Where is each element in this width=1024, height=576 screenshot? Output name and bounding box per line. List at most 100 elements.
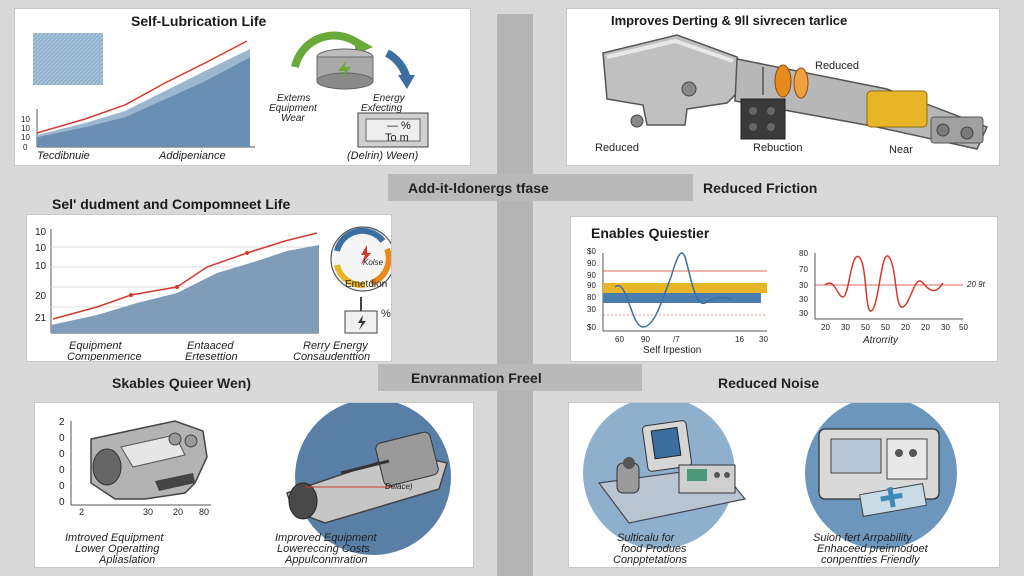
plus-icon — [880, 486, 903, 508]
percent-label: % — [381, 308, 391, 320]
yellow-band — [603, 283, 767, 293]
left-label-line1: Extems — [277, 93, 311, 104]
y-tick-right: 30 — [799, 281, 808, 290]
caption-left-3: Apliaslation — [99, 554, 156, 566]
bolt-icon — [338, 61, 351, 79]
x-tick: 2 — [79, 507, 85, 517]
y-tick: 0 — [59, 481, 65, 492]
band2-right-label: Reduced Noise — [718, 375, 820, 391]
y-tick: 0 — [59, 433, 65, 444]
y-tick-left: $0 — [587, 323, 596, 332]
caption-left-1: Sulticalu for — [617, 532, 675, 544]
y-tick: 0 — [59, 497, 65, 508]
right-label-line2: Exfecting — [361, 103, 403, 114]
equipment-illustrations — [70, 403, 451, 555]
caption-right-3: conpentties Friendly — [821, 554, 920, 566]
y-tick: 20 — [35, 291, 47, 302]
bottom-label-1b: Compenmence — [67, 351, 142, 362]
y-tick: 10 — [35, 227, 47, 238]
y-tick: 0 — [23, 143, 28, 152]
x-tick-right: 50 — [881, 323, 890, 332]
bottom-label-1a: Equipment — [69, 340, 122, 352]
y-tick-right: 70 — [799, 265, 808, 274]
y-tick-left: 90 — [587, 259, 596, 268]
y-tick-right: 30 — [799, 295, 808, 304]
reduction-block — [740, 98, 786, 140]
y-tick: 10 — [35, 243, 47, 254]
y-tick-right: 80 — [799, 249, 808, 258]
x-tick-right: 30 — [841, 323, 850, 332]
center-divider — [497, 14, 533, 576]
bottom-label-2b: Ertesettion — [185, 351, 238, 362]
bottom-label-2a: Entaaced — [187, 340, 234, 352]
texture-swatch — [33, 33, 103, 85]
x-caption-left: Self Irpestion — [643, 345, 702, 356]
x-tick-right: 20 — [901, 323, 910, 332]
orange-ring — [774, 64, 792, 98]
caption-left-3: Conpptetations — [613, 554, 687, 566]
waveform-right — [824, 255, 944, 312]
band-bottom — [378, 364, 642, 391]
caption-right-2: Enhaceed preinnodoet — [817, 543, 928, 555]
bottom-label-1: Reduced — [595, 142, 640, 154]
caption-right-1: Improved Equipment — [275, 532, 377, 544]
meter-text-line1: — % — [387, 120, 411, 132]
caption-left-2: Lower Operatting — [75, 543, 160, 555]
band2-center-label: Envranmation Freel — [411, 370, 542, 386]
x-tick-right: 30 — [941, 323, 950, 332]
panel-self-lubrication: Self-Lubrication Life 10 10 10 0 Tecd — [14, 8, 471, 166]
yellow-sleeve — [866, 90, 928, 128]
bottom-label-2: Rebuction — [753, 142, 803, 154]
bottom-label-3: Near — [889, 144, 913, 156]
photo-label: Delace) — [385, 482, 413, 491]
y-tick-left: 90 — [587, 271, 596, 280]
x-tick-right: 20 — [921, 323, 930, 332]
label-reduced-top: Reduced — [815, 60, 860, 72]
caption-right-3: Appulconmration — [285, 554, 368, 566]
area-series — [51, 245, 319, 333]
panel-component-life: 10 10 10 20 21 Kolse Emetdion % Equipmen… — [26, 214, 392, 362]
y-tick: 2 — [59, 417, 65, 428]
lubrication-chart — [33, 31, 429, 148]
x-tick-left: 60 — [615, 335, 624, 344]
noise-charts — [602, 252, 963, 332]
x-tick: 30 — [143, 507, 154, 517]
bottom-label-3b: Consaudenttion — [293, 351, 371, 362]
y-tick: 10 — [21, 115, 30, 124]
gauge-label: Kolse — [363, 258, 384, 267]
band2-left-label: Skables Quieer Wen) — [112, 375, 252, 391]
bottom-label-3a: Rerry Energy — [303, 340, 368, 352]
blue-band — [603, 293, 761, 303]
gauge-icon — [330, 226, 391, 292]
band1-left-label: Add-it-ldonergs tfase — [408, 180, 549, 196]
y-tick-left: 90 — [587, 281, 596, 290]
panel-noise-applications: Sulticalu for food Produes Conpptetation… — [568, 402, 1000, 568]
mechanism-illustration — [602, 34, 989, 150]
y-tick-left: $0 — [587, 247, 596, 256]
y-tick-left: 80 — [587, 293, 596, 302]
x-tick-left: 90 — [641, 335, 650, 344]
y-tick: 0 — [59, 449, 65, 460]
caption-right-2: Lowereccing Costs — [277, 543, 370, 555]
right-value-label: 20 9t — [967, 280, 985, 289]
panel-title: Self-Lubrication Life — [131, 13, 267, 29]
panel-enables-quiet: Enables Quiestier $0 90 90 90 80 30 $0 6… — [570, 216, 998, 362]
y-tick-right: 30 — [799, 309, 808, 318]
x-tick-left: /7 — [673, 335, 680, 344]
x-label-left: Tecdibnuie — [37, 150, 90, 162]
y-tick-left: 30 — [587, 305, 596, 314]
gauge-caption: Emetdion — [345, 279, 388, 290]
band-top — [388, 174, 693, 201]
x-label-right: Addipeniance — [159, 150, 226, 162]
x-tick: 20 — [173, 507, 184, 517]
y-tick: 21 — [35, 313, 47, 324]
trend-line — [36, 40, 248, 134]
panel-improves: Improves Derting & 9ll sivrecen tarlice … — [566, 8, 1000, 166]
caption-right-1: Suion fert Arrpability — [813, 532, 912, 544]
caption-left-2: food Produes — [621, 543, 687, 555]
section-title-component-life: Sel' dudment and Compomneet Life — [52, 196, 291, 212]
panel-title: Improves Derting & 9ll sivrecen tarlice — [611, 13, 848, 28]
band1-right-label: Reduced Friction — [703, 180, 818, 196]
right-label-line1: Energy — [373, 93, 405, 104]
meter-text-line2: To m — [385, 132, 409, 144]
